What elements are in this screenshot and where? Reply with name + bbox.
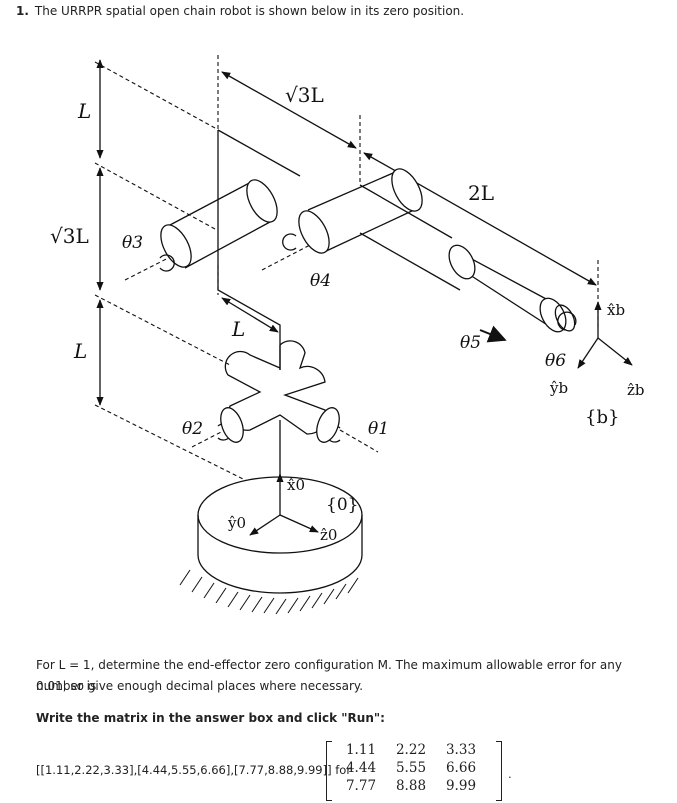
label-dim-L-mid: L: [231, 317, 245, 341]
label-theta6: θ6: [545, 351, 566, 371]
label-dim-L-top: L: [77, 99, 91, 123]
label-theta2: θ2: [182, 419, 203, 439]
instruction-text: Write the matrix in the answer box and c…: [36, 711, 385, 725]
example-row: [[1.11,2.22,3.33],[4.44,5.55,6.66],[7.77…: [36, 741, 656, 801]
label-yb: ŷb: [549, 379, 568, 397]
label-dim-sqrt3L-left: √3L: [50, 224, 89, 248]
matrix-cell: 3.33: [445, 742, 477, 758]
label-dim-2L: 2L: [468, 181, 494, 205]
example-matrix: 1.11 2.22 3.33 4.44 5.55 6.66 7.77 8.88 …: [326, 741, 502, 801]
label-y0: ŷ0: [227, 514, 246, 532]
matrix-cell: 6.66: [445, 760, 477, 776]
example-period: .: [508, 767, 512, 781]
question-header: 1. The URRPR spatial open chain robot is …: [16, 4, 464, 18]
matrix-cell: 4.44: [345, 760, 377, 776]
label-theta4: θ4: [310, 271, 331, 291]
example-text: [[1.11,2.22,3.33],[4.44,5.55,6.66],[7.77…: [36, 763, 352, 777]
question-intro: The URRPR spatial open chain robot is sh…: [34, 4, 465, 18]
matrix-right-bracket: [496, 741, 502, 801]
matrix-cell: 1.11: [345, 742, 377, 758]
label-dim-sqrt3L-top: √3L: [285, 83, 324, 107]
matrix-cell: 8.88: [395, 778, 427, 794]
label-theta3: θ3: [122, 233, 143, 253]
label-theta5: θ5: [460, 333, 481, 353]
label-xb: x̂b: [607, 301, 625, 319]
label-dim-L-bottom: L: [73, 339, 87, 363]
label-frameb: {b}: [585, 407, 619, 428]
matrix-cell: 7.77: [345, 778, 377, 794]
robot-figure: L √3L L √3L 2L L θ1 θ2 θ3 θ4 θ5 θ6 x̂0 ŷ…: [50, 55, 645, 615]
prompt-line-2: 0.01, so give enough decimal places wher…: [36, 679, 364, 693]
label-theta1: θ1: [368, 419, 389, 439]
matrix-cell: 5.55: [395, 760, 427, 776]
label-z0: ẑ0: [320, 526, 337, 544]
label-frame0: {0}: [326, 495, 358, 515]
question-number: 1.: [16, 4, 29, 18]
label-x0: x̂0: [287, 476, 305, 494]
prompt-line-1: For L = 1, determine the end-effector ze…: [36, 658, 622, 693]
matrix-cell: 2.22: [395, 742, 427, 758]
matrix-cell: 9.99: [445, 778, 477, 794]
matrix-left-bracket: [326, 741, 332, 801]
label-zb: ẑb: [627, 381, 645, 399]
